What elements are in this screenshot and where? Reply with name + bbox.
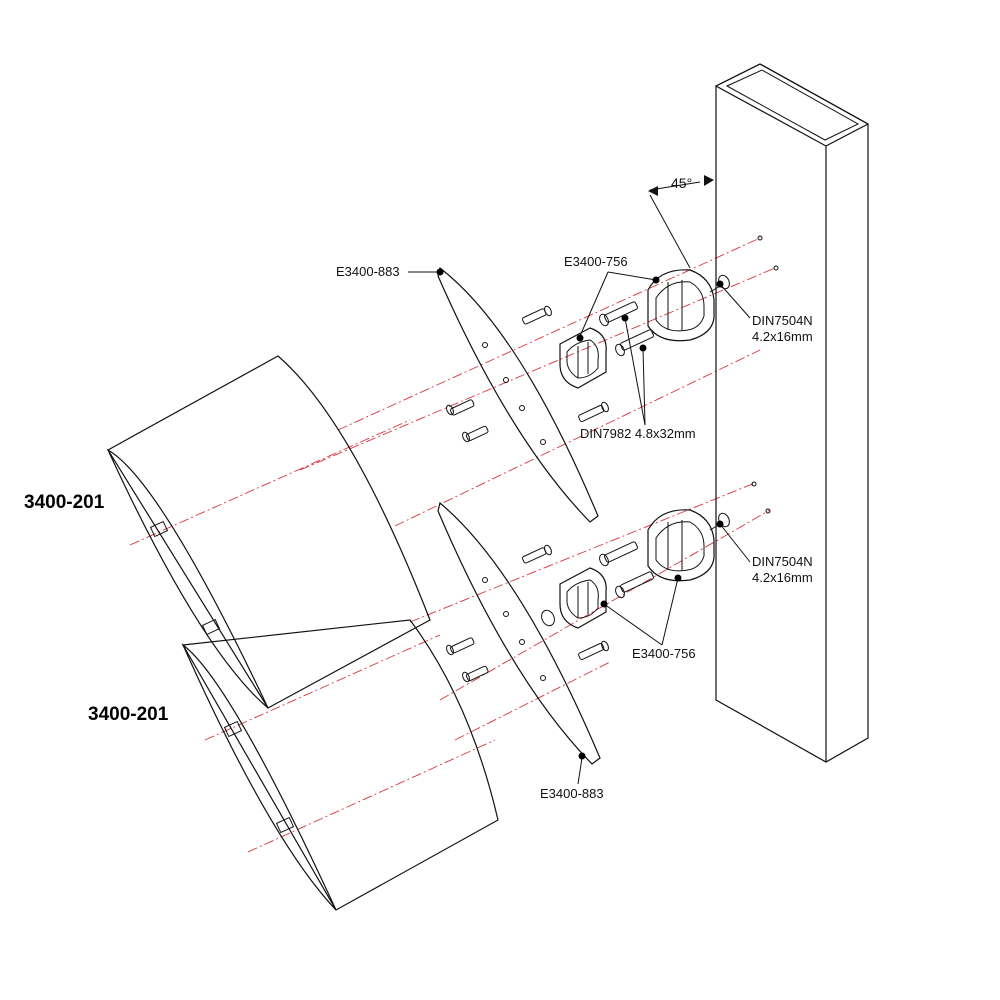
screw-small-bottom-label-line2: 4.2x16mm — [752, 570, 813, 585]
screw-bottom-left-2 — [446, 637, 475, 656]
screw-bottom-right-2 — [615, 571, 654, 599]
screw-top-left-2 — [446, 399, 475, 416]
square-tube-post — [714, 63, 870, 763]
plate-top-label: E3400-883 — [336, 264, 400, 279]
end-plate-top — [437, 266, 599, 523]
profile-top-label: 3400-201 — [24, 492, 105, 513]
screw-top-right-2 — [615, 329, 654, 357]
louvre-profile-top — [106, 355, 431, 709]
washer-bottom-left — [541, 609, 555, 627]
screw-bottom-left-3 — [462, 665, 489, 683]
screw-large-label: DIN7982 4.8x32mm — [580, 426, 696, 441]
profile-bottom-label: 3400-201 — [88, 704, 169, 725]
screw-bottom-left-4 — [578, 640, 609, 660]
angle-label: 45° — [671, 175, 692, 191]
plate-bottom-label: E3400-883 — [540, 786, 604, 801]
bracket-top-label: E3400-756 — [564, 254, 628, 269]
small-screws-post — [709, 235, 779, 531]
center-axis-lines — [129, 237, 776, 853]
screw-top-left-1 — [522, 305, 552, 325]
leaders — [408, 268, 751, 785]
bracket-lower-large — [647, 509, 715, 582]
screw-top-right-1 — [599, 301, 638, 327]
screw-top-left-3 — [462, 425, 489, 443]
screw-bottom-right-1 — [599, 541, 638, 567]
bracket-bottom-label: E3400-756 — [632, 646, 696, 661]
bracket-upper-large — [647, 269, 715, 342]
screw-small-top-label-line1: DIN7504N — [752, 313, 813, 328]
screw-bottom-left-1 — [522, 544, 552, 564]
screws-lower — [446, 541, 654, 683]
angle-indicator: 45° — [648, 175, 714, 269]
louvre-profile-bottom — [181, 619, 499, 911]
screws-upper — [446, 301, 654, 443]
bracket-lower-small — [559, 567, 607, 629]
screw-small-bottom-label-line1: DIN7504N — [752, 554, 813, 569]
end-plate-bottom — [437, 501, 601, 765]
bracket-upper-small — [559, 327, 607, 389]
screw-top-left-4 — [578, 401, 609, 422]
screw-small-top-label-line2: 4.2x16mm — [752, 329, 813, 344]
